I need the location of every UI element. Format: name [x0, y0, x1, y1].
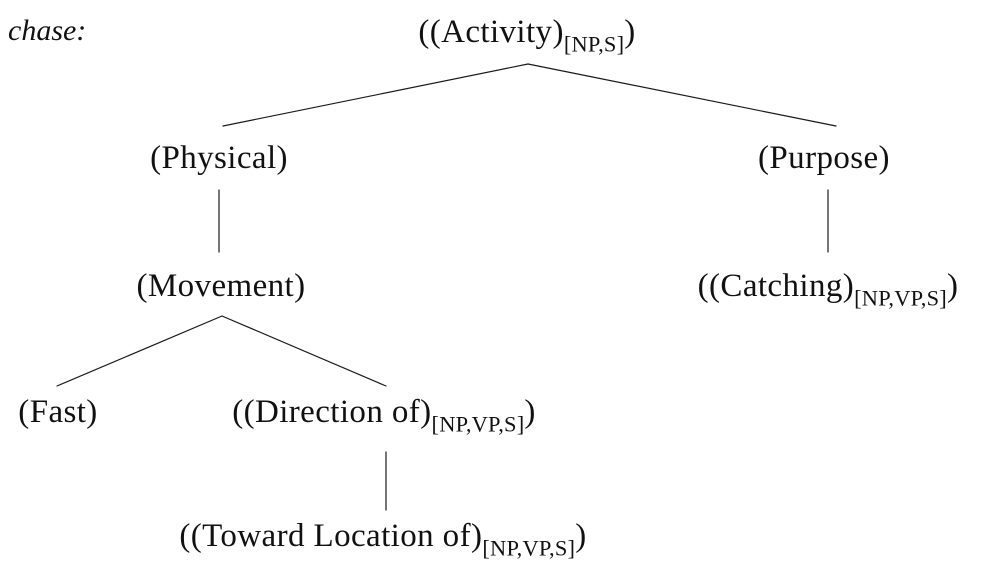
tree-node-direction: ((Direction of)[NP,VP,S]): [232, 394, 536, 437]
node-label-main: (Physical): [150, 140, 288, 176]
tree-node-catching: ((Catching)[NP,VP,S]): [698, 268, 959, 311]
node-label-close: ): [524, 394, 536, 430]
node-label-main: ((Direction of): [232, 394, 432, 430]
node-label-subscript: [NP,S]: [563, 31, 625, 57]
node-label-main: ((Toward Location of): [179, 518, 483, 554]
tree-node-fast: (Fast): [18, 394, 97, 430]
tree-node-toward-location: ((Toward Location of)[NP,VP,S]): [179, 518, 586, 561]
node-label-subscript: [NP,VP,S]: [482, 535, 576, 561]
node-label-main: ((Catching): [697, 268, 855, 304]
word-label: chase:: [8, 14, 87, 47]
node-label-subscript: [NP,VP,S]: [854, 285, 947, 311]
node-label-main: (Purpose): [758, 140, 890, 176]
node-label-close: ): [575, 518, 587, 554]
node-label-main: ((Activity): [418, 14, 564, 50]
node-label-close: ): [946, 268, 959, 304]
tree-node-purpose: (Purpose): [758, 140, 890, 176]
tree-node-movement: (Movement): [137, 268, 306, 304]
edge-movement-direction: [221, 315, 387, 387]
edge-activity-purpose: [527, 63, 837, 127]
node-label-close: ): [624, 14, 636, 50]
tree-node-activity: ((Activity)[NP,S]): [418, 14, 635, 57]
node-label-subscript: [NP,VP,S]: [431, 411, 525, 437]
node-label-main: (Movement): [136, 268, 306, 304]
edge-movement-fast: [56, 315, 223, 387]
node-label-main: (Fast): [18, 394, 98, 430]
edge-activity-physical: [222, 63, 529, 127]
tree-node-physical: (Physical): [150, 140, 288, 176]
